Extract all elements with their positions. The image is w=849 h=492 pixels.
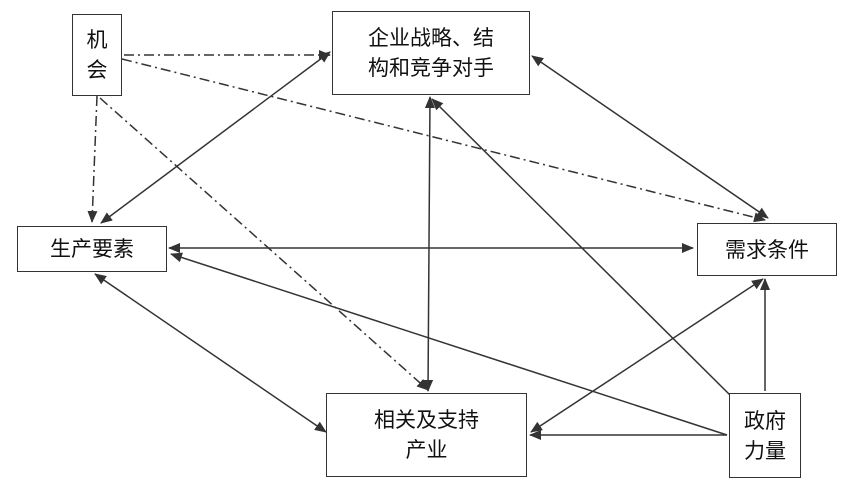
demand-conditions-box: 需求条件	[697, 223, 837, 276]
edge-strategy-to-related	[423, 96, 435, 392]
factor-conditions-box: 生产要素	[17, 226, 167, 272]
demand-label: 需求条件	[725, 237, 809, 262]
edge-demand-to-related	[530, 278, 764, 433]
strategy-label: 企业战略、结 构和竞争对手	[368, 26, 494, 80]
factors-label: 生产要素	[50, 237, 134, 261]
related-label: 相关及支持 产业	[374, 408, 479, 462]
government-label: 政府 力量	[744, 408, 786, 463]
edge-government-to-strategy	[431, 98, 734, 399]
edge-strategy-to-factors	[100, 51, 331, 224]
chance-box: 机 会	[72, 14, 122, 96]
edge-government-to-factors	[170, 252, 728, 436]
strategy-structure-rivalry-box: 企业战略、结 构和竞争对手	[332, 11, 530, 95]
edge-chance-to-factors	[87, 95, 98, 223]
government-box: 政府 力量	[729, 393, 801, 478]
chance-label: 机 会	[86, 28, 108, 82]
related-supporting-industries-box: 相关及支持 产业	[326, 393, 527, 477]
edge-factors-to-related	[94, 273, 327, 433]
edge-strategy-to-demand	[531, 55, 769, 219]
edge-chance-to-related	[99, 97, 429, 391]
